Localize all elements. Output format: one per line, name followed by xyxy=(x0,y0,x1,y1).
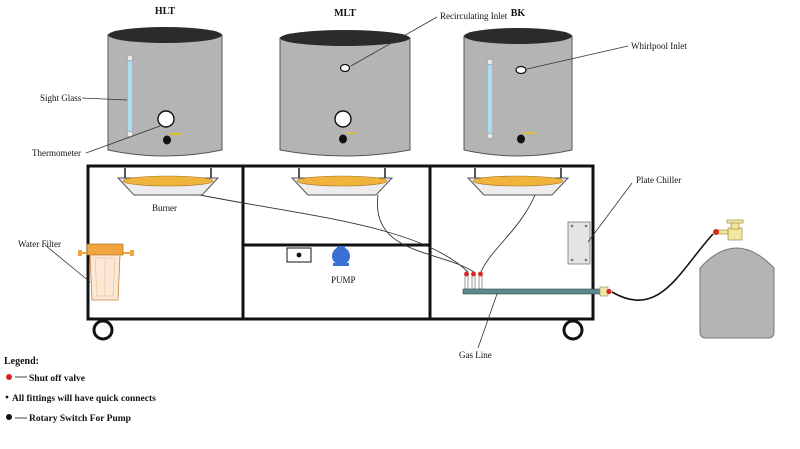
bk-thermometer xyxy=(524,132,536,134)
bk-sight-glass xyxy=(488,62,492,136)
label-burner: Burner xyxy=(152,203,177,213)
label-water-filter: Water Filter xyxy=(18,239,61,249)
mlt-recirc-inlet xyxy=(339,63,351,73)
label-gas-line: Gas Line xyxy=(459,350,492,360)
hlt-rotary-switch xyxy=(163,135,171,145)
bk-tank xyxy=(463,28,573,157)
wheel-left xyxy=(92,319,114,341)
shutoff-valve-icon xyxy=(6,374,12,380)
bk-title: BK xyxy=(511,8,526,19)
label-recirculating-inlet: Recirculating Inlet xyxy=(440,11,508,21)
bk-rotary-switch xyxy=(517,134,525,144)
legend: Legend: Shut off valve All fittings will… xyxy=(4,356,156,424)
rotary-switch-icon xyxy=(6,414,12,420)
burner-hlt xyxy=(116,168,220,196)
water-filter xyxy=(78,243,134,301)
bk-whirlpool-inlet xyxy=(515,65,527,75)
shutoff-valve-icon xyxy=(464,271,469,277)
mlt-title: MLT xyxy=(334,8,356,19)
pump xyxy=(332,246,350,266)
mlt-rotary-switch xyxy=(339,134,347,144)
gas-line-manifold xyxy=(462,288,604,295)
shutoff-valve-icon xyxy=(713,229,719,235)
shutoff-valve-icon xyxy=(471,271,476,277)
rotary-switch-box xyxy=(286,247,312,263)
hlt-sight-glass xyxy=(128,58,132,134)
shutoff-valve-icon xyxy=(606,288,612,295)
burner-bk xyxy=(466,168,570,196)
wheel-right xyxy=(562,319,584,341)
gas-hose xyxy=(611,233,714,301)
legend-rotary: Rotary Switch For Pump xyxy=(29,414,131,424)
hlt-tank xyxy=(107,27,223,157)
label-thermometer: Thermometer xyxy=(32,148,81,158)
legend-shutoff: Shut off valve xyxy=(29,374,85,384)
hlt-port xyxy=(157,110,175,128)
burner-feed-lines xyxy=(199,194,536,273)
label-whirlpool-inlet: Whirlpool Inlet xyxy=(631,41,687,51)
manifold-valves xyxy=(464,271,483,290)
hlt-thermometer xyxy=(170,133,182,135)
burner-mlt xyxy=(290,168,394,196)
legend-fittings: All fittings will have quick connects xyxy=(12,394,156,404)
mlt-port xyxy=(334,110,352,128)
mlt-tank xyxy=(279,30,411,157)
callout-lines xyxy=(44,16,633,349)
stand-frame xyxy=(86,164,595,321)
shutoff-valve-icon xyxy=(478,271,483,277)
propane-tank xyxy=(699,219,775,339)
bullet-icon xyxy=(5,395,9,399)
label-sight-glass: Sight Glass xyxy=(40,93,82,103)
hlt-title: HLT xyxy=(155,6,176,17)
plate-chiller xyxy=(567,221,591,265)
label-pump: PUMP xyxy=(331,275,356,285)
label-plate-chiller: Plate Chiller xyxy=(636,175,681,185)
legend-title: Legend: xyxy=(4,356,39,367)
